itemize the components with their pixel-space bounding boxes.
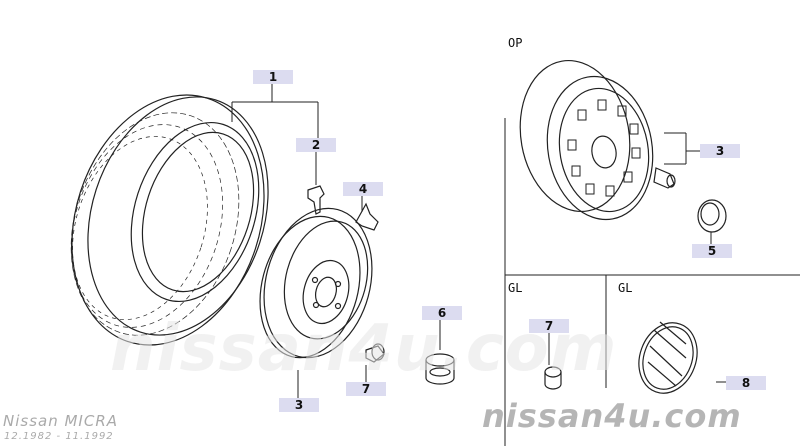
section-dividers	[504, 118, 800, 446]
option-tag: OP	[508, 36, 523, 50]
part-callout-7-gl[interactable]: 7	[529, 319, 569, 333]
lug-nut-drawing	[653, 167, 676, 189]
steel-wheel-drawing	[259, 207, 373, 359]
section-label-gl-right: GL	[618, 281, 633, 295]
part-callout-3-steel[interactable]: 3	[279, 398, 319, 412]
valve-drawing	[307, 185, 325, 215]
leader-lines	[231, 84, 734, 398]
part-callout-7-left[interactable]: 7	[346, 382, 386, 396]
alloy-wheel-drawing	[519, 59, 654, 221]
section-label-gl-left: GL	[508, 281, 523, 295]
part-callout-1[interactable]: 1	[253, 70, 293, 84]
production-dates: 12.1982 - 11.1992	[4, 431, 114, 442]
weight-drawing	[355, 202, 379, 231]
part-callout-6[interactable]: 6	[422, 306, 462, 320]
tire-drawing	[70, 94, 269, 346]
part-callout-5[interactable]: 5	[692, 244, 732, 258]
wheel-nut-drawing-gl	[544, 366, 562, 390]
part-callout-2[interactable]: 2	[296, 138, 336, 152]
model-name: Nissan MICRA	[3, 412, 119, 430]
watermark-small: nissan4u.com	[482, 397, 742, 435]
wheel-nut-drawing-left	[365, 343, 385, 363]
watermark-large: nissan4u.com	[110, 312, 618, 386]
center-cap-drawing	[697, 199, 727, 233]
part-callout-4[interactable]: 4	[343, 182, 383, 196]
bush-drawing	[425, 353, 455, 385]
part-callout-8[interactable]: 8	[726, 376, 766, 390]
part-callout-3-alloy[interactable]: 3	[700, 144, 740, 158]
wheel-cover-drawing	[638, 321, 698, 394]
